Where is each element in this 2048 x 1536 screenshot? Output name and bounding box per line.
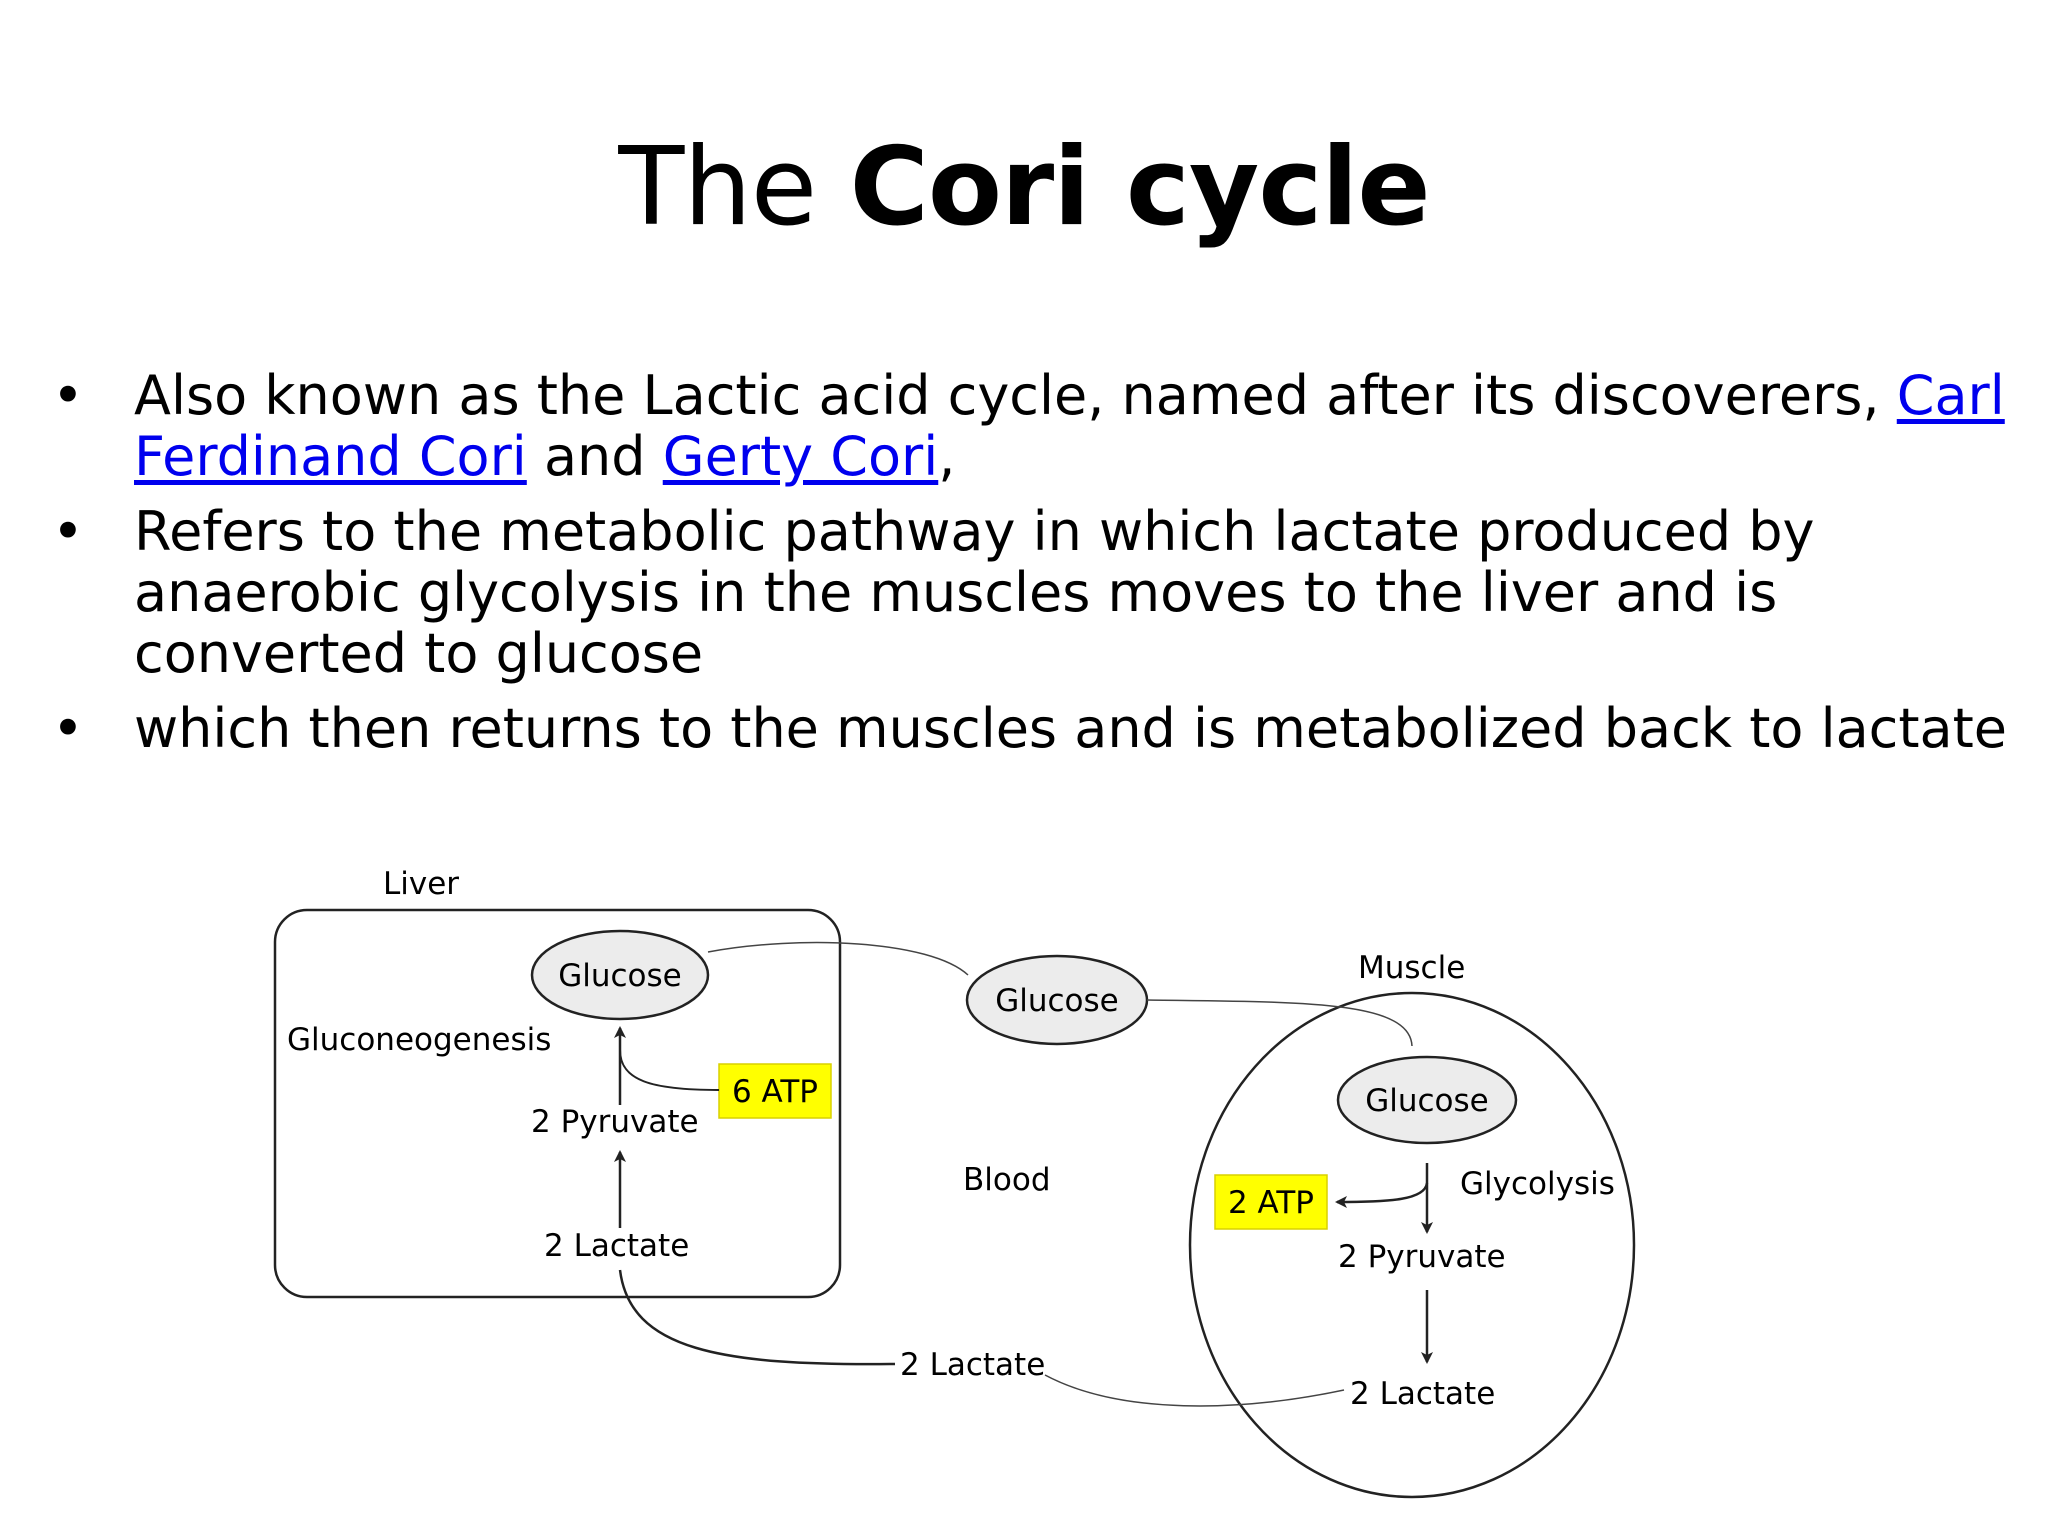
glycolysis-label: Glycolysis <box>1460 1166 1615 1202</box>
atp-input-curve <box>619 1049 720 1091</box>
liver-glucose-node <box>530 929 710 1021</box>
slide-title: The Cori cycle <box>0 128 2048 248</box>
bullet-text: and <box>526 425 663 488</box>
bullet-list: • Also known as the Lactic acid cycle, n… <box>52 365 2012 773</box>
blood-lactate-to-liver-curve <box>618 1269 896 1366</box>
blood-glucose-to-muscle-curve <box>1146 999 1413 1047</box>
liver-label: Liver <box>383 866 459 902</box>
bullet-dot: • <box>52 364 84 427</box>
liver-atp-highlight <box>718 1063 832 1119</box>
bullet-item: • Refers to the metabolic pathway in whi… <box>52 501 2012 684</box>
blood-glucose-label: Glucose <box>995 983 1119 1019</box>
bullet-dot: • <box>52 500 84 563</box>
liver-lactate-label: 2 Lactate <box>544 1228 689 1264</box>
bullet-dot: • <box>52 697 84 760</box>
carl-cori-link[interactable]: Carl Ferdinand Cori <box>134 364 2005 488</box>
muscle-lactate-to-blood-curve <box>1044 1374 1345 1407</box>
muscle-atp-highlight <box>1214 1174 1328 1230</box>
muscle-pyruvate-label: 2 Pyruvate <box>1338 1239 1506 1275</box>
bullet-text: which then returns to the muscles and is… <box>134 697 2008 760</box>
bullet-text: Also known as the Lactic acid cycle, nam… <box>134 364 1897 427</box>
muscle-lactate-label: 2 Lactate <box>1350 1376 1495 1412</box>
muscle-glucose-node <box>1336 1055 1518 1145</box>
title-bold: Cori cycle <box>849 125 1431 250</box>
liver-atp-label: 6 ATP <box>732 1074 818 1110</box>
gluconeogenesis-label: Gluconeogenesis <box>287 1022 551 1058</box>
muscle-label: Muscle <box>1358 950 1465 986</box>
blood-lactate-label: 2 Lactate <box>900 1347 1045 1383</box>
blood-label: Blood <box>963 1162 1051 1198</box>
title-plain: The <box>618 125 817 250</box>
bullet-item: • which then returns to the muscles and … <box>52 698 2012 759</box>
bullet-item: • Also known as the Lactic acid cycle, n… <box>52 365 2012 487</box>
bullet-text: Refers to the metabolic pathway in which… <box>134 500 1815 685</box>
muscle-atp-label: 2 ATP <box>1228 1185 1314 1221</box>
atp-output-arrow <box>1335 1182 1429 1208</box>
liver-glucose-label: Glucose <box>558 958 682 994</box>
liver-glucose-to-blood-curve <box>707 941 969 976</box>
bullet-text: , <box>938 425 956 488</box>
liver-box <box>273 908 842 1299</box>
liver-pyruvate-label: 2 Pyruvate <box>531 1104 699 1140</box>
muscle-glucose-label: Glucose <box>1365 1083 1489 1119</box>
muscle-cell <box>1188 991 1636 1499</box>
gerty-cori-link[interactable]: Gerty Cori <box>662 425 939 488</box>
